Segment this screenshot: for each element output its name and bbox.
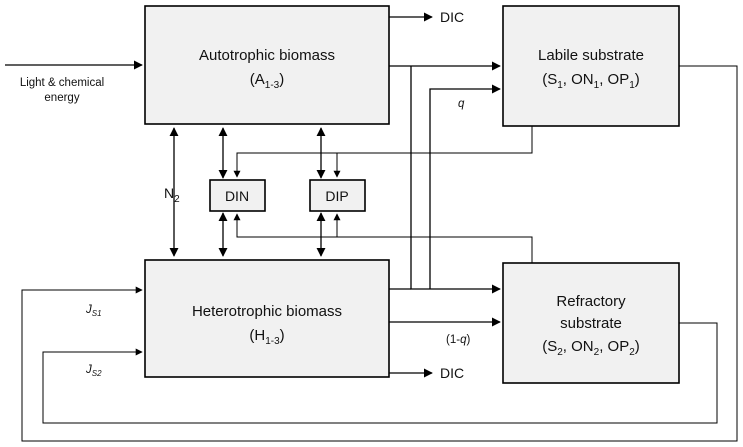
dip-box: [309, 179, 366, 212]
dic-top-label: DIC: [440, 9, 464, 25]
dic-bottom-label: DIC: [440, 365, 464, 381]
js2-flux-arrow: [42, 322, 718, 424]
labile-to-din-arrow: [233, 126, 533, 178]
js2-label: JS2: [85, 364, 102, 378]
dip-label: DIP: [325, 188, 348, 204]
labile-subtitle: (S1, ON1, OP1): [542, 71, 640, 91]
auto-to-refractory-arrow: [410, 66, 501, 294]
din-box: [209, 179, 266, 212]
autotrophic-title: Autotrophic biomass: [199, 47, 335, 64]
hetero-to-labile-arrow: [429, 84, 501, 289]
heterotrophic-subtitle: (H1-3): [249, 327, 284, 347]
q-label: q: [458, 98, 465, 110]
one-minus-q-label: (1-q): [446, 334, 470, 346]
js1-label: JS1: [85, 304, 102, 318]
refractory-title-line1: Refractory: [556, 293, 626, 310]
heterotrophic-biomass-box: [144, 259, 390, 378]
heterotrophic-title: Heterotrophic biomass: [192, 303, 342, 320]
autotrophic-subtitle: (A1-3): [250, 71, 284, 91]
autotrophic-biomass-box: [144, 5, 390, 125]
n2-label: N2: [164, 185, 180, 205]
light-energy-label-line1: Light & chemical: [20, 77, 104, 89]
refractory-title-line2: substrate: [560, 315, 622, 332]
light-energy-label-line2: energy: [44, 92, 79, 104]
js1-flux-arrow: [21, 65, 738, 442]
labile-title: Labile substrate: [538, 47, 644, 64]
refractory-subtitle: (S2, ON2, OP2): [542, 338, 640, 358]
din-label: DIN: [225, 188, 249, 204]
refractory-to-din-arrow: [233, 213, 533, 263]
labile-substrate-box: [502, 5, 680, 127]
refractory-substrate-box: [502, 262, 680, 384]
